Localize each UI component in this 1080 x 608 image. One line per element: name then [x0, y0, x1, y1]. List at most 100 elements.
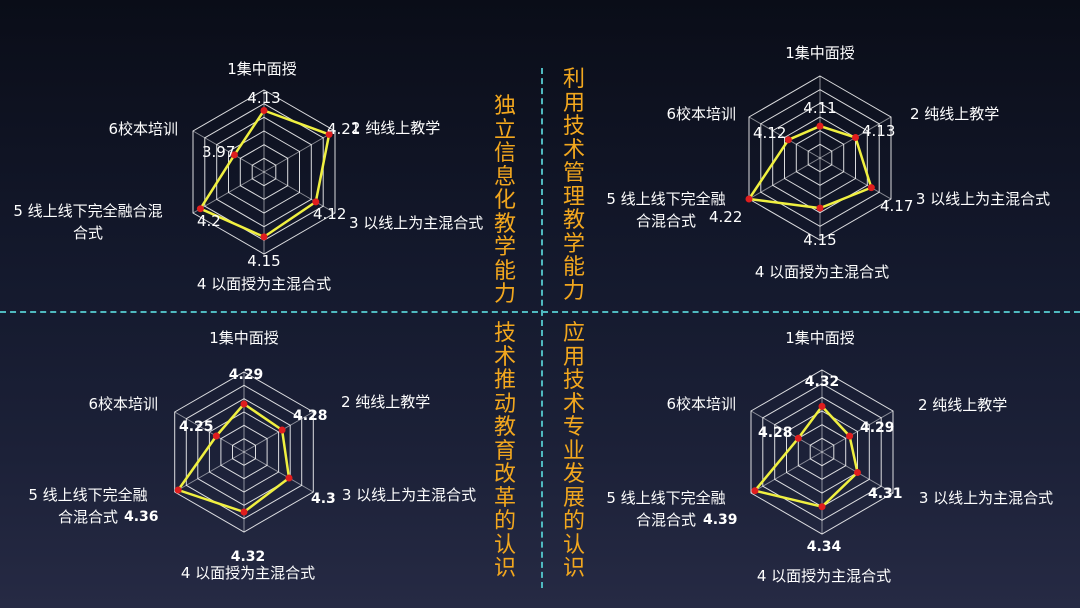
chart-title-1: 独立信息化教学能力 [493, 94, 516, 307]
radar-spoke [263, 130, 336, 173]
data-point [846, 432, 854, 440]
radar-spoke [263, 171, 336, 214]
radar-spoke [192, 130, 265, 173]
chart-title-2: 利用技术管理教学能力 [562, 67, 585, 304]
axis-label: 6校本培训 [666, 395, 736, 413]
data-point [260, 233, 268, 241]
axis-label: 3 以线上为主混合式 [342, 486, 476, 504]
axis-label: 6校本培训 [666, 105, 736, 123]
axis-label: 4 以面授为主混合式 [197, 275, 331, 293]
axis-label: 合混合式 [58, 508, 118, 526]
chart-title-3: 技术推动教育改革的认识 [493, 321, 516, 581]
value-label: 4.39 [703, 512, 738, 528]
horizontal-divider [0, 311, 1080, 313]
radar-spoke [748, 157, 821, 200]
vertical-divider [541, 68, 543, 588]
data-point [854, 469, 861, 476]
axis-label: 2 纯线上教学 [351, 119, 440, 137]
value-label: 4.29 [860, 420, 895, 436]
value-label: 4.32 [231, 549, 266, 565]
data-point [174, 486, 182, 494]
axis-label: 1集中面授 [209, 329, 279, 347]
axis-label: 6校本培训 [108, 120, 178, 138]
radar-chart-2: 1集中面授 2 纯线上教学 3 以线上为主混合式 4 以面授为主混合式 5 线上线下完全… [606, 44, 1050, 281]
data-point [818, 402, 826, 410]
axis-label: 5 线上线下完全融 [606, 489, 725, 507]
radar-spoke [750, 451, 823, 494]
axis-label: 2 纯线上教学 [918, 396, 1007, 414]
axis-label: 1集中面授 [227, 60, 297, 78]
axis-label: 5 线上线下完全融 [606, 190, 725, 208]
series-line [753, 405, 859, 508]
axis-label: 5 线上线下完全融合混 [13, 202, 162, 220]
value-label: 4.15 [247, 252, 280, 270]
radar-chart-1: 1集中面授 2 纯线上教学 3 以线上为主混合式 4 以面授为主混合式 5 线上线下完全… [13, 60, 483, 293]
radar-spoke [750, 410, 823, 453]
value-label: 4.22 [709, 208, 742, 226]
radar-chart-4: 1集中面授 2 纯线上教学 3 以线上为主混合式 4 以面授为主混合式 5 线上线下完全… [606, 329, 1053, 585]
radar-spoke [174, 411, 245, 453]
radar-spoke [748, 116, 821, 159]
radar-spoke [821, 410, 894, 453]
value-label: 4.3 [311, 491, 336, 507]
data-point [794, 434, 802, 442]
value-label: 4.11 [803, 99, 836, 117]
data-point [230, 151, 238, 159]
data-point [240, 400, 248, 408]
value-label: 4.15 [803, 231, 836, 249]
data-point [818, 503, 826, 511]
value-label: 4.21 [327, 120, 360, 138]
value-label: 4.12 [313, 205, 346, 223]
axis-label: 合式 [73, 224, 103, 242]
axis-label: 3 以线上为主混合式 [349, 214, 483, 232]
value-label: 4.13 [862, 122, 895, 140]
value-label: 3.97 [202, 143, 235, 161]
data-point [784, 136, 792, 144]
value-label: 4.36 [124, 509, 159, 525]
chart-title-4: 应用技术专业发展的认识 [562, 321, 585, 581]
radar-chart-3: 1集中面授 2 纯线上教学 3 以线上为主混合式 4 以面授为主混合式 5 线上线下完全… [28, 329, 476, 582]
axis-label: 2 纯线上教学 [910, 105, 999, 123]
axis-label: 6校本培训 [88, 395, 158, 413]
data-point [240, 508, 248, 516]
data-point [260, 107, 268, 114]
data-point [751, 487, 759, 495]
axis-label: 4 以面授为主混合式 [181, 564, 315, 582]
axis-label: 1集中面授 [785, 329, 855, 347]
value-label: 4.2 [197, 212, 221, 230]
axis-label: 5 线上线下完全融 [28, 486, 147, 504]
data-point [745, 195, 753, 203]
data-point [196, 205, 204, 213]
value-label: 4.34 [807, 539, 842, 555]
value-label: 4.31 [868, 486, 903, 502]
data-point [816, 204, 824, 212]
axis-label: 2 纯线上教学 [341, 393, 430, 411]
radar-spoke [192, 171, 265, 214]
data-point [278, 426, 286, 434]
radar-spoke [243, 411, 314, 453]
value-label: 4.32 [805, 374, 840, 390]
data-point [852, 134, 859, 141]
value-label: 4.17 [880, 197, 913, 215]
radar-spoke [819, 157, 892, 200]
data-point [816, 122, 824, 130]
axis-label: 3 以线上为主混合式 [916, 190, 1050, 208]
value-label: 4.13 [247, 89, 280, 107]
axis-label: 合混合式 [636, 212, 696, 230]
axis-label: 4 以面授为主混合式 [755, 263, 889, 281]
axis-label: 1集中面授 [785, 44, 855, 62]
axis-label: 3 以线上为主混合式 [919, 489, 1053, 507]
radar-spoke [174, 451, 245, 493]
value-label: 4.28 [758, 425, 793, 441]
radar-spoke [243, 451, 314, 493]
value-label: 4.12 [753, 124, 786, 142]
data-point [325, 130, 333, 138]
value-label: 4.25 [179, 419, 214, 435]
value-label: 4.28 [293, 408, 328, 424]
axis-label: 合混合式 [636, 511, 696, 529]
data-point [212, 432, 220, 440]
data-point [285, 474, 293, 482]
axis-label: 4 以面授为主混合式 [757, 567, 891, 585]
data-point [867, 184, 875, 192]
